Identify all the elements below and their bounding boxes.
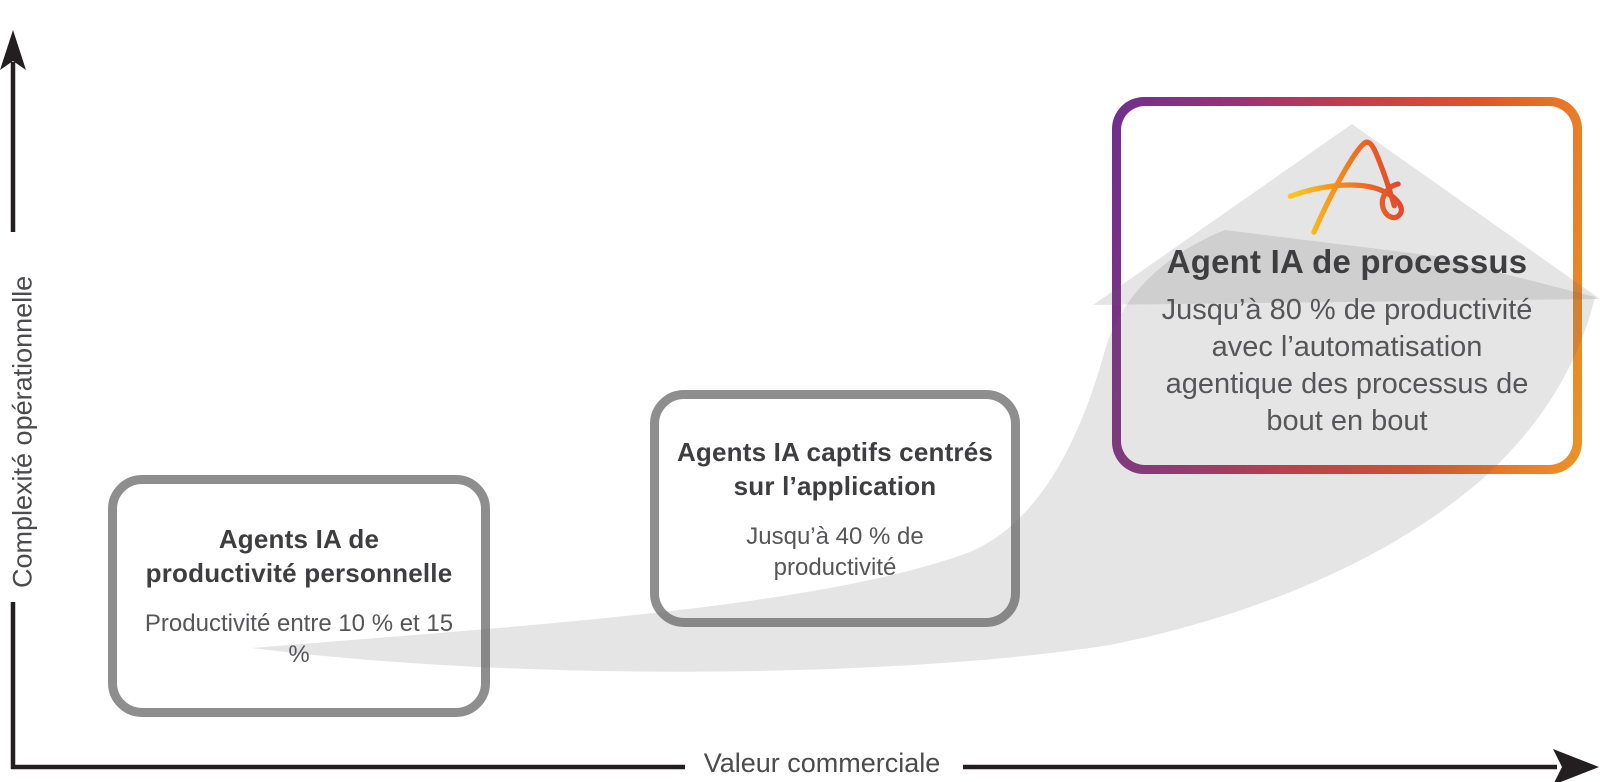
x-axis-arrow-icon bbox=[1553, 749, 1599, 782]
body-line: productivité bbox=[773, 553, 897, 581]
body-line: bout en bout bbox=[1266, 404, 1428, 437]
card-captive-agents-title: Agents IA captifs centrés sur l’applicat… bbox=[677, 435, 993, 503]
title-line: Agents IA de bbox=[218, 524, 380, 554]
card-personal-agents-shell bbox=[108, 475, 490, 717]
body-line: Jusqu’à 40 % de bbox=[746, 522, 924, 550]
body-line: avec l’automatisation bbox=[1211, 330, 1483, 363]
card-process-agent: Agent IA de processus Jusqu’à 80 % de pr… bbox=[1112, 97, 1582, 474]
card-process-agent-body: Jusqu’à 80 % de productivité avec l’auto… bbox=[1162, 292, 1533, 440]
body-line: agentique des processus de bbox=[1165, 367, 1529, 400]
card-captive-agents: Agents IA captifs centrés sur l’applicat… bbox=[650, 390, 1020, 627]
card-captive-agents-shell bbox=[650, 390, 1020, 627]
card-personal-agents-body: Productivité entre 10 % et 15 % bbox=[132, 608, 466, 670]
body-line: Productivité entre 10 % et 15 % bbox=[144, 610, 454, 668]
y-axis-arrow-icon bbox=[0, 30, 26, 70]
card-personal-agents-title: Agents IA de productivité personnelle bbox=[146, 522, 453, 590]
title-line: Agent IA de processus bbox=[1166, 242, 1528, 280]
x-axis-label: Valeur commerciale bbox=[703, 748, 941, 778]
automation-anywhere-logo-icon bbox=[1287, 139, 1404, 235]
card-personal-agents: Agents IA de productivité personnelle Pr… bbox=[108, 475, 490, 717]
title-line: sur l’application bbox=[733, 470, 937, 501]
title-line: Agents IA captifs centrés bbox=[676, 436, 994, 467]
card-process-agent-title: Agent IA de processus bbox=[1167, 242, 1528, 282]
body-line: Jusqu’à 80 % de productivité bbox=[1161, 293, 1533, 326]
title-line: productivité personnelle bbox=[145, 558, 453, 588]
card-captive-agents-body: Jusqu’à 40 % de productivité bbox=[746, 521, 923, 583]
y-axis-label: Complexité opérationnelle bbox=[7, 275, 38, 589]
